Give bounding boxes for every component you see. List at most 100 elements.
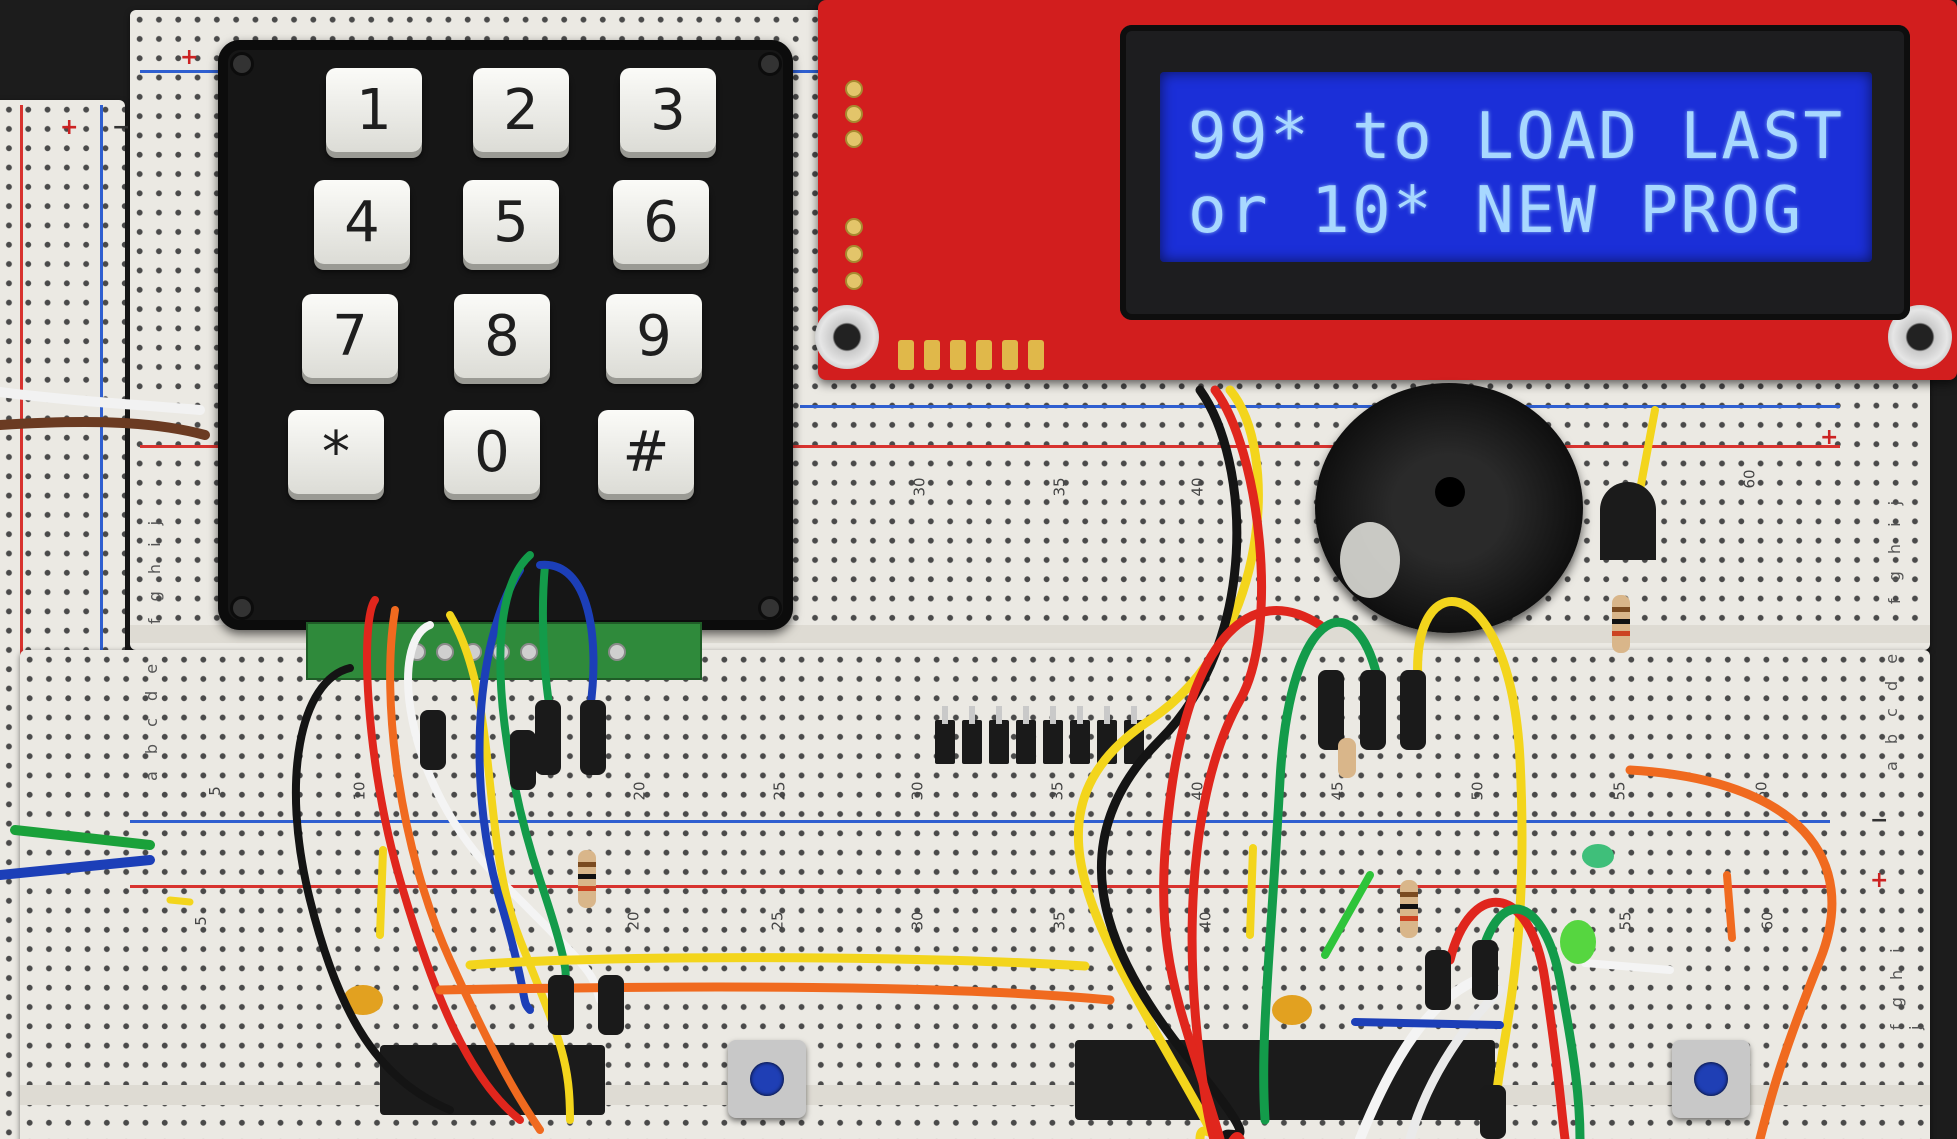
push-button-left[interactable] <box>728 1040 806 1118</box>
wire-yellow-short <box>376 846 387 939</box>
header-pin <box>989 706 1009 764</box>
wire-ferrule <box>510 730 536 790</box>
key-3[interactable]: 3 <box>620 68 716 152</box>
wire-blue2-kp <box>536 560 598 714</box>
wire-white-right2 <box>1405 985 1505 1139</box>
wire-green-short <box>1321 871 1374 959</box>
pcb-via <box>845 130 863 148</box>
pcb-pin-pad <box>976 340 992 370</box>
pcb-via <box>845 245 863 263</box>
lcd-mounting-standoff-left <box>815 305 879 369</box>
wire-yellow-short2 <box>1246 844 1257 939</box>
wire-ferrule <box>598 975 624 1035</box>
led-clear <box>1340 522 1400 598</box>
wire-ferrule <box>1400 670 1426 750</box>
keypad-4x3: 1 2 3 4 5 6 7 8 9 * 0 # <box>218 40 793 630</box>
key-7[interactable]: 7 <box>302 294 398 378</box>
key-2[interactable]: 2 <box>473 68 569 152</box>
wire-white-left <box>0 387 205 415</box>
wire-yellow-short3 <box>166 896 194 906</box>
wire-blue-left <box>0 855 155 880</box>
pcb-pin-pad <box>1028 340 1044 370</box>
pcb-via <box>845 218 863 236</box>
wire-orange-kp <box>386 606 544 1134</box>
keypad-screw-hole <box>758 52 782 76</box>
wire-ferrule <box>535 700 561 775</box>
lower-red-rail <box>130 885 1830 888</box>
key-8[interactable]: 8 <box>454 294 550 378</box>
pcb-pin-pad <box>1002 340 1018 370</box>
header-pin <box>962 706 982 764</box>
wire-red-arc <box>1159 606 1325 1139</box>
wire-yellow-jumper <box>465 953 1090 971</box>
key-1[interactable]: 1 <box>326 68 422 152</box>
wire-yellow-arc <box>1413 597 1527 1115</box>
wire-green2-kp <box>538 561 554 714</box>
wire-ferrule <box>1480 1085 1506 1139</box>
wire-black-kp <box>291 664 454 1114</box>
upper-top-red-rail <box>140 445 1840 448</box>
keypad-screw-hole <box>230 596 254 620</box>
lower-right-plus-sign: + <box>1870 868 1889 893</box>
wire-brown-left <box>0 417 210 440</box>
wire-ferrule <box>420 710 446 770</box>
led-green-small <box>1582 844 1614 868</box>
upper-right-plus-sign: + <box>1820 425 1839 450</box>
header-pin <box>1043 706 1063 764</box>
left-rail-red-line <box>20 105 23 1139</box>
wire-blue-short <box>1351 1018 1504 1029</box>
pcb-pin-pad <box>950 340 966 370</box>
wire-red-kp <box>363 596 524 1124</box>
header-pin <box>935 706 955 764</box>
key-9[interactable]: 9 <box>606 294 702 378</box>
push-button-right[interactable] <box>1672 1040 1750 1118</box>
wire-ferrule <box>1425 950 1451 1010</box>
left-minus-sign: − <box>112 115 131 140</box>
pcb-pad <box>520 643 538 661</box>
wire-white-short <box>1581 959 1674 974</box>
key-4[interactable]: 4 <box>314 180 410 264</box>
keypad-screw-hole <box>758 596 782 620</box>
wire-black-lcd <box>1096 385 1245 1139</box>
wire-ferrule <box>580 700 606 775</box>
wire-orange-right <box>1625 765 1837 1139</box>
lcd-screen: 99* to LOAD LAST or 10* NEW PROG <box>1160 72 1872 262</box>
wire-green-left <box>10 825 155 850</box>
wire-ferrule <box>1318 670 1344 750</box>
wire-ferrule <box>1472 940 1498 1000</box>
pcb-pad <box>436 643 454 661</box>
pcb-pad <box>608 643 626 661</box>
wire-orange-short <box>1723 871 1736 942</box>
upper-blue-rail-b <box>800 405 1840 408</box>
key-6[interactable]: 6 <box>613 180 709 264</box>
key-star[interactable]: * <box>288 410 384 494</box>
key-0[interactable]: 0 <box>444 410 540 494</box>
lcd-line-1: 99* to LOAD LAST <box>1188 100 1845 174</box>
upper-plus-sign: + <box>180 45 199 70</box>
pcb-via <box>845 105 863 123</box>
lcd-line-2: or 10* NEW PROG <box>1188 174 1804 248</box>
wire-blue-kp <box>475 566 534 1014</box>
header-pin <box>1016 706 1036 764</box>
led-green <box>1560 920 1596 964</box>
key-5[interactable]: 5 <box>463 180 559 264</box>
ceramic-capacitor <box>1272 995 1312 1025</box>
wire-red-lcd <box>1187 385 1267 1139</box>
resistor <box>1338 738 1356 778</box>
transistor <box>1600 482 1656 560</box>
lower-blue-rail <box>130 820 1830 823</box>
wire-green-right <box>1475 904 1585 1139</box>
wire-yellow-kp <box>446 611 574 1124</box>
header-pin <box>1070 706 1090 764</box>
wire-red-right <box>1445 898 1570 1139</box>
key-hash[interactable]: # <box>598 410 694 494</box>
pcb-pin-pad <box>898 340 914 370</box>
buzzer-hole <box>1435 477 1465 507</box>
keypad-screw-hole <box>230 52 254 76</box>
wire-ferrule <box>548 975 574 1035</box>
pcb-via <box>845 80 863 98</box>
wire-ferrule <box>1360 670 1386 750</box>
pcb-via <box>845 272 863 290</box>
